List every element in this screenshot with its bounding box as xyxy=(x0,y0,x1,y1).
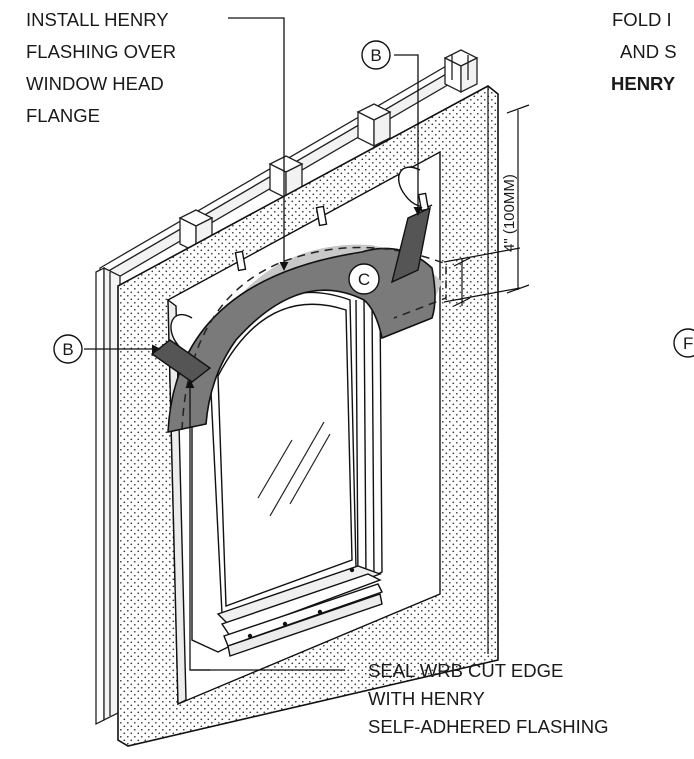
fold-note-line-3: HENRY xyxy=(611,73,676,94)
arched-window-unit xyxy=(191,278,383,657)
seal-note-line-3: SELF-ADHERED FLASHING xyxy=(368,716,609,737)
dimension-text: 4" (100MM) xyxy=(501,174,518,252)
leader-lines xyxy=(84,17,423,671)
callout-f: F xyxy=(673,328,694,358)
seal-note: SEAL WRB CUT EDGE WITH HENRY SELF-ADHERE… xyxy=(368,660,609,737)
dimension-annotation xyxy=(443,104,530,307)
svg-text:B: B xyxy=(62,340,73,359)
fold-note-line-2: AND S xyxy=(620,41,677,62)
callout-b-left: B xyxy=(53,334,83,364)
install-note-line-1: INSTALL HENRY xyxy=(26,9,169,30)
install-note-line-4: FLANGE xyxy=(26,105,100,126)
corner-patch-top-right xyxy=(390,206,431,284)
svg-text:F: F xyxy=(683,334,693,353)
wall-framing-studs xyxy=(95,49,479,726)
seal-note-line-1: SEAL WRB CUT EDGE xyxy=(368,660,563,681)
fold-note-line-1: FOLD I xyxy=(612,9,672,30)
corner-patch-left xyxy=(150,339,212,383)
callout-b-top: B xyxy=(361,40,391,70)
fold-note: FOLD I AND S HENRY xyxy=(611,9,677,94)
install-note-line-3: WINDOW HEAD xyxy=(26,73,164,94)
install-note: INSTALL HENRY FLASHING OVER WINDOW HEAD … xyxy=(26,9,176,126)
callout-c: C xyxy=(348,263,380,295)
svg-text:B: B xyxy=(370,46,381,65)
install-note-line-2: FLASHING OVER xyxy=(26,41,176,62)
svg-text:C: C xyxy=(358,270,370,289)
seal-note-line-2: WITH HENRY xyxy=(368,688,485,709)
